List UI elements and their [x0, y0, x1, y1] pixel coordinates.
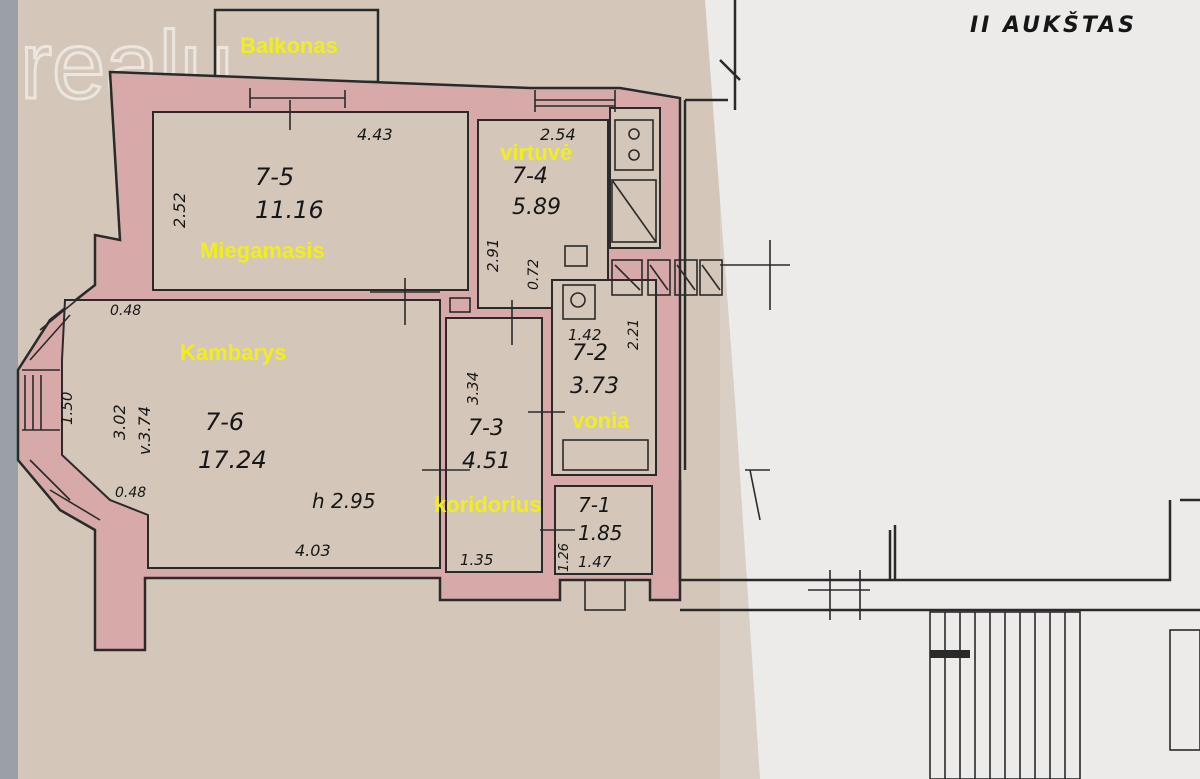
dim-label: 0.48	[115, 485, 146, 501]
label-bedroom: Miegamasis	[200, 238, 325, 263]
bedroom-window	[249, 88, 346, 108]
room-7-1-area: 1.85	[578, 521, 623, 545]
kitchen-window	[534, 90, 616, 112]
room-7-2-id: 7-2	[572, 341, 608, 366]
burner-icon	[628, 149, 640, 161]
dim-label: 1.47	[578, 553, 612, 571]
entry-door	[584, 579, 626, 611]
dim-label: 2.52	[170, 192, 189, 228]
label-corridor: koridorius	[434, 492, 542, 517]
paper-edge-left	[0, 0, 18, 779]
kitchen-niche	[609, 107, 661, 249]
bedroom-room	[152, 111, 469, 291]
paper-right	[705, 0, 1200, 779]
dim-label: 2.54	[540, 125, 576, 144]
outlet-icon	[564, 245, 588, 267]
dim-label: 4.43	[357, 125, 393, 144]
room-7-4-area: 5.89	[512, 195, 561, 220]
meter-icon	[449, 297, 471, 313]
room-7-3-id: 7-3	[468, 416, 504, 441]
dim-label: 1.35	[460, 551, 493, 569]
dim-label: 3.34	[464, 372, 482, 405]
bathtub-icon	[562, 439, 649, 471]
dim-label: 0.48	[110, 303, 141, 319]
label-kitchen: virtuvė	[500, 140, 572, 165]
room-7-1-id: 7-1	[578, 493, 611, 517]
dim-label: 4.03	[295, 541, 331, 560]
dim-label: 1.26	[557, 543, 572, 572]
room-7-5-id: 7-5	[255, 163, 294, 191]
stove-icon	[614, 119, 654, 171]
room-7-2-area: 3.73	[570, 374, 619, 399]
adjacent-walls	[678, 0, 1200, 612]
dim-label: 2.91	[484, 239, 502, 272]
floor-title: II AUKŠTAS	[970, 12, 1137, 38]
corridor-room	[445, 317, 543, 573]
sink-icon	[611, 179, 657, 243]
kitchen-room	[477, 119, 609, 309]
dim-label: 1.50	[58, 392, 76, 425]
room-7-6-area: 17.24	[198, 446, 267, 474]
room-7-5-area: 11.16	[255, 196, 324, 224]
adjacent-marks	[720, 240, 870, 620]
dim-label: 3.02	[110, 404, 129, 440]
label-room: Kambarys	[180, 340, 286, 365]
living-room	[61, 299, 441, 569]
sink-diagonal	[611, 179, 657, 243]
washbasin-drain-icon	[570, 292, 586, 308]
dim-label: h 2.95	[312, 489, 376, 513]
burner-icon	[628, 128, 640, 140]
dim-label: 1.42	[568, 326, 601, 344]
door-marks	[289, 100, 575, 531]
room-7-4-id: 7-4	[512, 164, 548, 189]
dim-label: v.3.74	[135, 406, 154, 455]
label-balcony: Balkonas	[240, 33, 338, 58]
room-7-3-area: 4.51	[462, 449, 511, 474]
bay-window-glazing	[24, 375, 42, 430]
dim-label: 2.21	[626, 319, 642, 350]
stairwell	[929, 611, 1200, 779]
room-7-6-id: 7-6	[205, 408, 244, 436]
washbasin-icon	[562, 284, 596, 320]
bath-room	[551, 279, 657, 476]
dim-label: 0.72	[526, 259, 542, 290]
label-bath: vonia	[572, 408, 630, 433]
